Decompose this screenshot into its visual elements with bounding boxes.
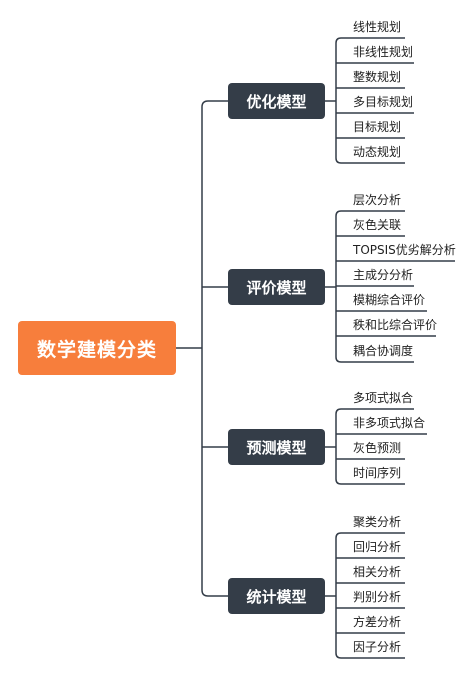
youhua-trunk [335, 37, 342, 164]
leaf-item: 多目标规划 [353, 95, 414, 109]
tongji-trunk [335, 532, 342, 659]
leaf-item: 相关分析 [353, 565, 402, 579]
leaf-item: 非线性规划 [353, 45, 414, 59]
leaf-item: 回归分析 [353, 540, 402, 554]
category-node-prediction: 预测模型 [228, 429, 325, 465]
leaf-item: TOPSIS优劣解分析 [353, 243, 456, 257]
leaf-item: 灰色关联 [353, 218, 402, 232]
leaf-item: 聚类分析 [353, 515, 402, 529]
leaf-item: 耦合协调度 [353, 344, 414, 358]
leaf-item: 灰色预测 [353, 441, 402, 455]
leaf-item: 线性规划 [353, 20, 402, 34]
leaf-item: 非多项式拟合 [353, 416, 426, 430]
leaf-item: 整数规划 [353, 70, 402, 84]
leaf-item: 模糊综合评价 [353, 293, 426, 307]
root-node: 数学建模分类 [18, 321, 176, 375]
leaf-item: 秩和比综合评价 [353, 318, 438, 332]
category-node-statistics: 统计模型 [228, 578, 325, 614]
leaf-item: 方差分析 [353, 615, 402, 629]
leaf-item: 多项式拟合 [353, 391, 414, 405]
leaf-item: 动态规划 [353, 145, 402, 159]
yuce-trunk [335, 408, 342, 485]
leaf-item: 层次分析 [353, 193, 402, 207]
leaf-item: 目标规划 [353, 120, 402, 134]
leaf-item: 判别分析 [353, 590, 402, 604]
leaf-item: 主成分分析 [353, 268, 414, 282]
leaf-item: 时间序列 [353, 466, 402, 480]
category-node-optimization: 优化模型 [228, 83, 325, 119]
category-node-evaluation: 评价模型 [228, 269, 325, 305]
leaf-item: 因子分析 [353, 640, 402, 654]
root-branch-trunk [201, 100, 209, 597]
